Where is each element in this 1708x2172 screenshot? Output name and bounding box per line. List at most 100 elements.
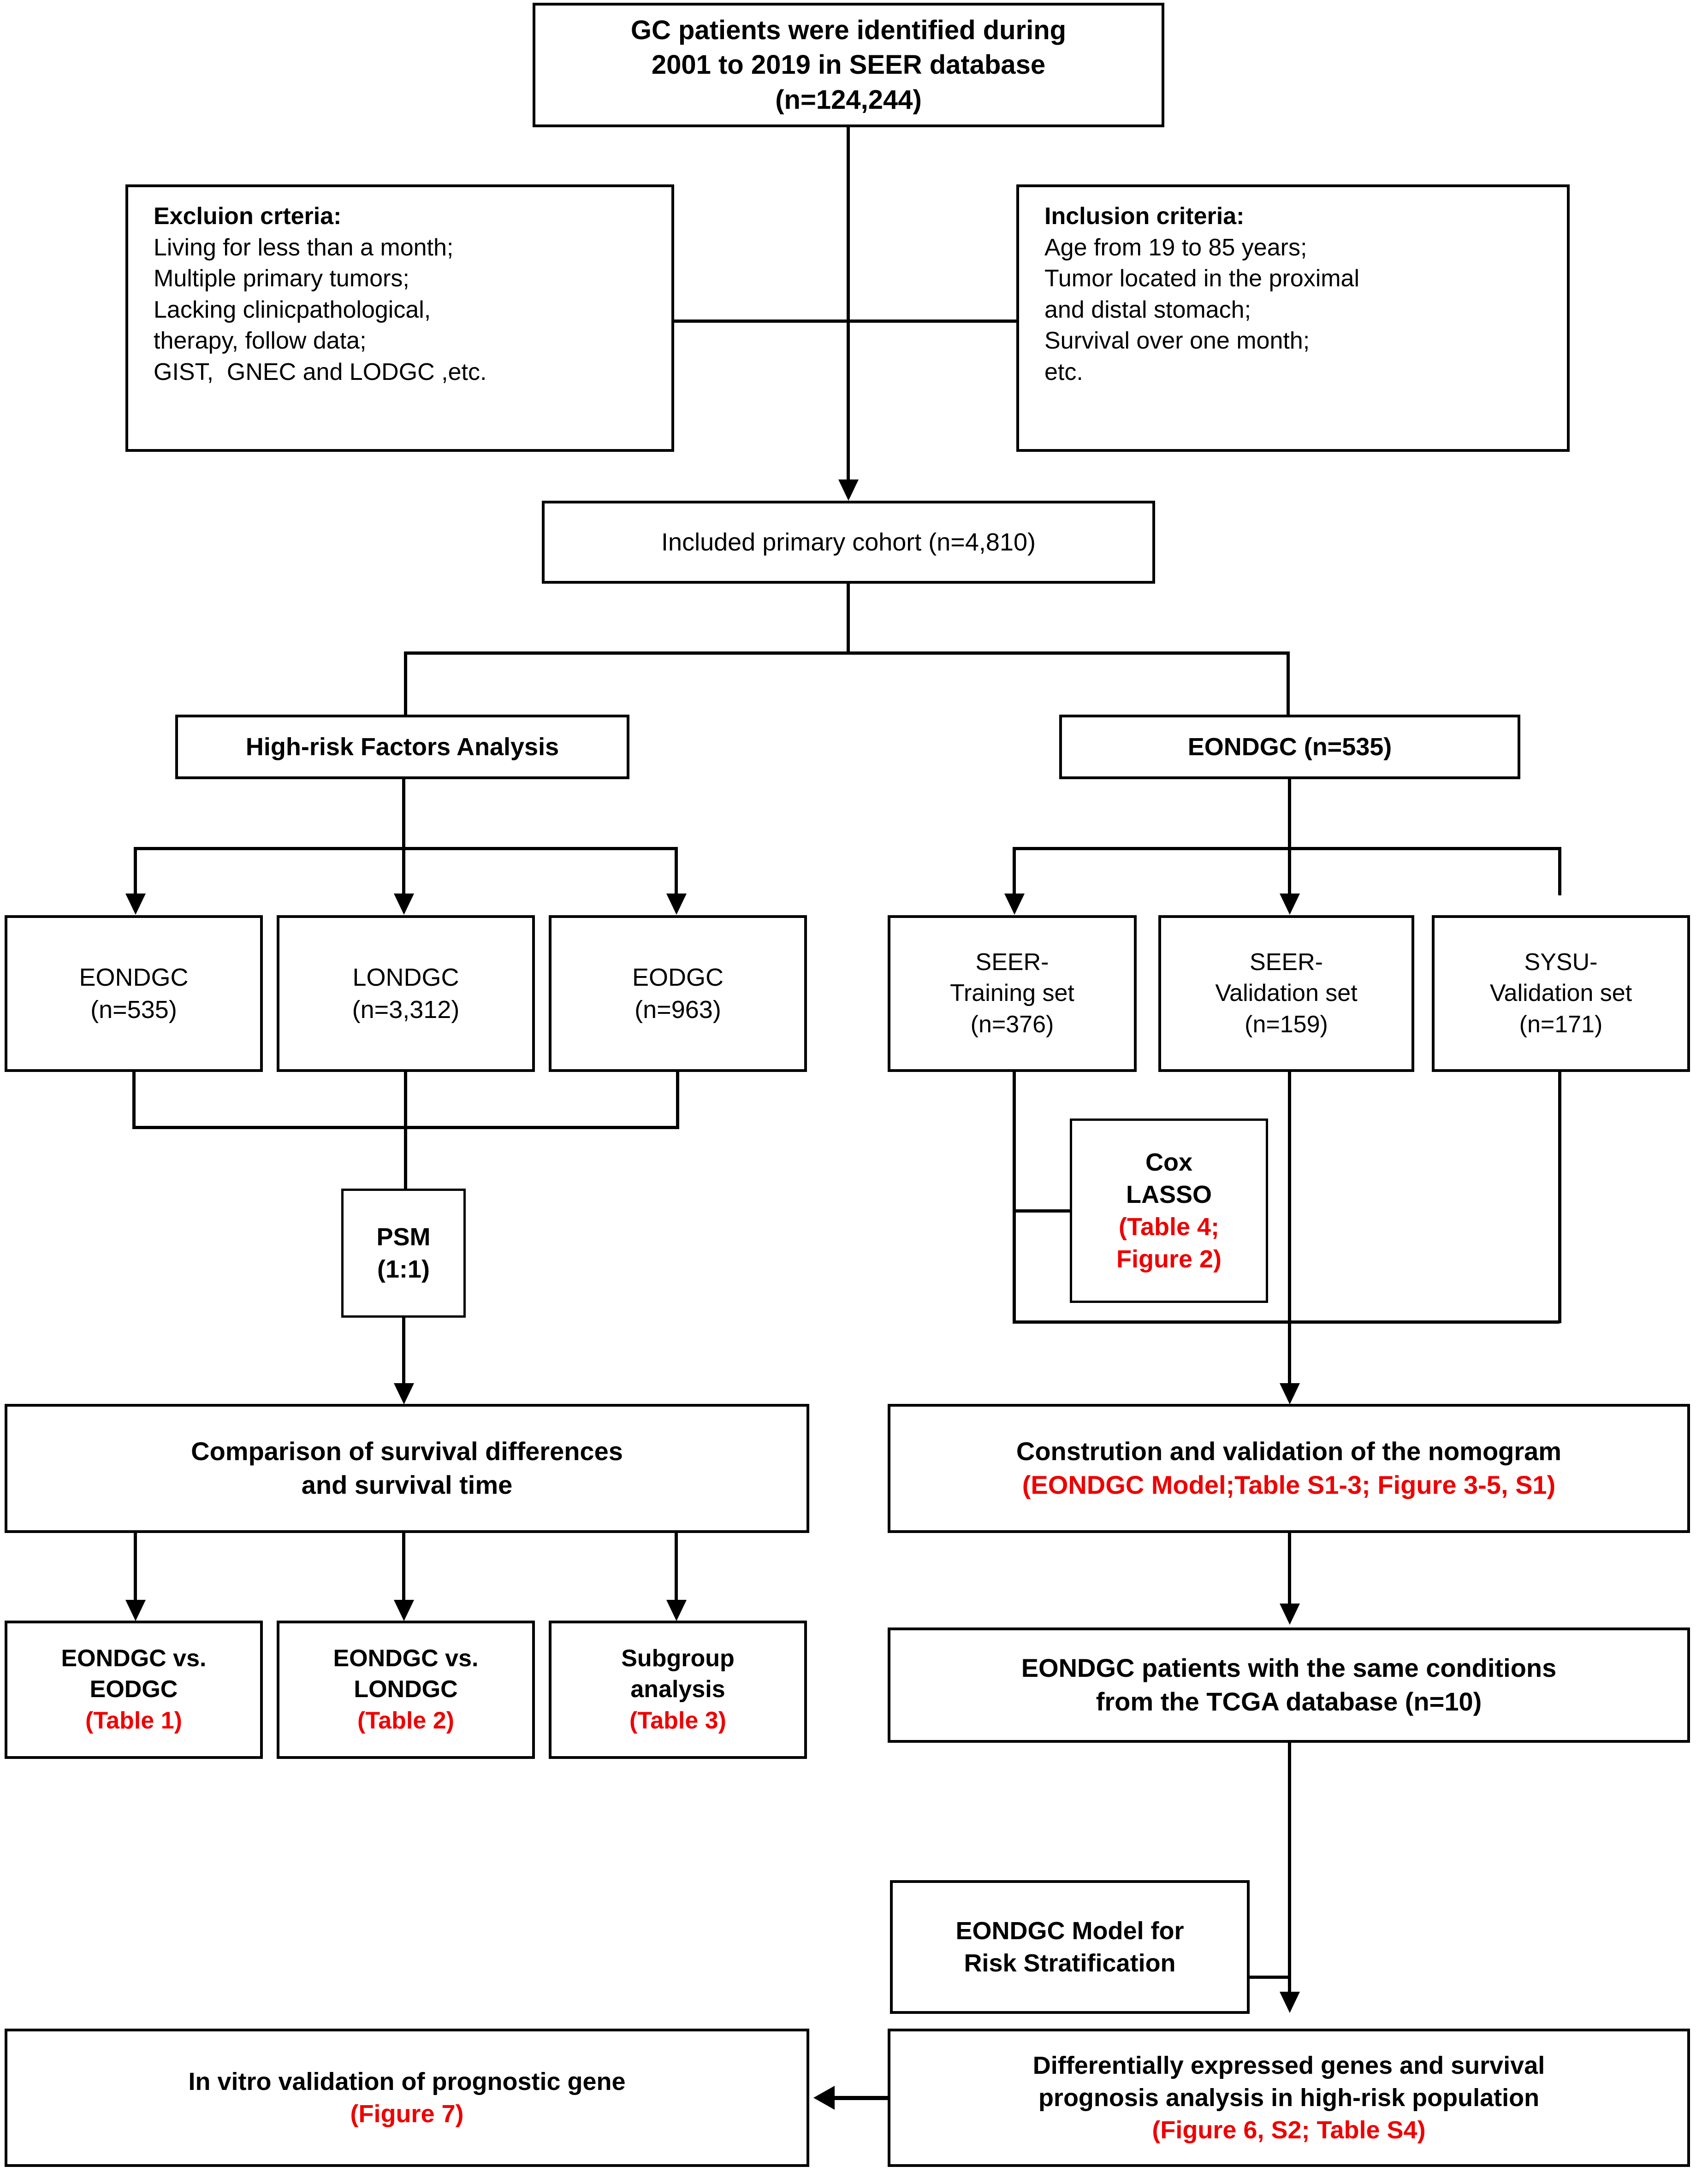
- connector-criteria-bar: [673, 320, 1018, 323]
- connector-seer-validation-down: [1288, 1072, 1291, 1323]
- seer-training-line1: SEER-: [975, 948, 1049, 976]
- comparison-line2: and survival time: [301, 1470, 513, 1499]
- connector-branch-right: [1287, 651, 1290, 716]
- deg-ref: (Figure 6, S2; Table S4): [1152, 2116, 1426, 2144]
- seer-validation-line1: SEER-: [1250, 948, 1323, 976]
- subgroup-ref: (Table 3): [629, 1707, 726, 1734]
- node-included-primary-cohort: Included primary cohort (n=4,810): [542, 501, 1155, 584]
- inclusion-item-3: Survival over one month;: [1044, 327, 1310, 355]
- connector-right-split-a: [1013, 847, 1016, 895]
- connector-nomogram-down: [1288, 1533, 1291, 1607]
- node-sysu-validation-set: SYSU- Validation set (n=171): [1432, 915, 1690, 1072]
- node-source-cohort: GC patients were identified during 2001 …: [533, 3, 1164, 127]
- connector-psm-down: [402, 1318, 405, 1387]
- eodgc-group-line2: (n=963): [635, 996, 721, 1024]
- connector-merge-to-psm: [404, 1126, 407, 1190]
- connector-left-split-a: [134, 847, 137, 895]
- exclusion-item-2: Lacking clinicpathological,: [154, 296, 431, 323]
- connector-londgc-group-down: [404, 1072, 407, 1127]
- seer-training-line3: (n=376): [970, 1011, 1054, 1038]
- cmp-eodgc-line1: EONDGC vs.: [61, 1645, 207, 1672]
- exclusion-item-0: Living for less than a month;: [154, 234, 454, 261]
- tcga-line1: EONDGC patients with the same conditions: [1021, 1653, 1557, 1683]
- highrisk-label: High-risk Factors Analysis: [245, 733, 559, 761]
- node-eondgc-vs-londgc: EONDGC vs. LONDGC (Table 2): [277, 1621, 535, 1759]
- node-seer-validation-set: SEER- Validation set (n=159): [1158, 915, 1414, 1072]
- invitro-ref: (Figure 7): [350, 2100, 464, 2128]
- node-cox-lasso: Cox LASSO (Table 4; Figure 2): [1070, 1119, 1268, 1303]
- connector-sysu-validation-down: [1558, 1072, 1561, 1323]
- nomogram-line1: Constrution and validation of the nomogr…: [1016, 1437, 1562, 1466]
- connector-deg-to-invitro: [835, 2096, 890, 2100]
- cox-line2: LASSO: [1126, 1180, 1212, 1208]
- cmp-londgc-line2: LONDGC: [354, 1676, 458, 1703]
- connector-right-split-b: [1288, 847, 1291, 895]
- arrowhead-to-cohort: [838, 479, 859, 501]
- connector-main-split-bar: [404, 651, 1290, 655]
- node-comparison-survival: Comparison of survival differences and s…: [5, 1404, 809, 1533]
- node-deg-survival-analysis: Differentially expressed genes and survi…: [888, 2029, 1690, 2167]
- arrowhead-to-invitro: [813, 2086, 835, 2110]
- connector-cohort-down: [847, 584, 850, 653]
- arrowhead-eodgc-group: [666, 894, 687, 915]
- risk-model-line1: EONDGC Model for: [955, 1917, 1184, 1945]
- nomogram-ref: (EONDGC Model;Table S1-3; Figure 3-5, S1…: [1022, 1470, 1556, 1499]
- connector-branch-left: [404, 651, 407, 716]
- node-eondgc-branch: EONDGC (n=535): [1059, 715, 1520, 779]
- arrowhead-subgroup: [666, 1600, 687, 1621]
- psm-line2: (1:1): [377, 1255, 430, 1283]
- node-psm: PSM (1:1): [341, 1189, 466, 1318]
- comparison-line1: Comparison of survival differences: [191, 1437, 623, 1466]
- sysu-validation-line2: Validation set: [1489, 980, 1632, 1007]
- cmp-londgc-line1: EONDGC vs.: [333, 1645, 479, 1672]
- connector-cmp-out-a: [134, 1533, 137, 1602]
- node-inclusion-criteria: Inclusion criteria: Age from 19 to 85 ye…: [1016, 184, 1570, 452]
- arrowhead-to-tcga: [1280, 1604, 1300, 1625]
- node-tcga-patients: EONDGC patients with the same conditions…: [888, 1628, 1690, 1743]
- invitro-line1: In vitro validation of prognostic gene: [188, 2067, 626, 2095]
- node-nomogram-construction: Constrution and validation of the nomogr…: [888, 1404, 1690, 1533]
- exclusion-heading: Excluion crteria:: [154, 203, 342, 230]
- inclusion-item-0: Age from 19 to 85 years;: [1044, 234, 1307, 261]
- arrowhead-to-deg: [1280, 1992, 1300, 2013]
- connector-right-merge-bar: [1013, 1320, 1560, 1324]
- arrowhead-seer-validation: [1280, 894, 1300, 915]
- node-seer-training-set: SEER- Training set (n=376): [888, 915, 1137, 1072]
- connector-right-split-c: [1558, 847, 1561, 895]
- subgroup-line1: Subgroup: [621, 1645, 735, 1672]
- seer-validation-line3: (n=159): [1245, 1011, 1328, 1038]
- connector-tcga-down: [1288, 1743, 1291, 1994]
- node-high-risk-factors-analysis: High-risk Factors Analysis: [175, 715, 629, 779]
- eondgc-group-line1: EONDGC: [79, 963, 189, 991]
- cmp-eodgc-line2: EODGC: [89, 1676, 178, 1703]
- tcga-line2: from the TCGA database (n=10): [1096, 1687, 1482, 1716]
- connector-eodgc-group-down: [676, 1072, 679, 1127]
- deg-line1: Differentially expressed genes and survi…: [1032, 2051, 1545, 2079]
- psm-line1: PSM: [376, 1223, 431, 1251]
- node-londgc-group: LONDGC (n=3,312): [277, 915, 535, 1072]
- connector-right-split-bar: [1013, 847, 1561, 850]
- cox-ref1: (Table 4;: [1118, 1213, 1220, 1241]
- arrowhead-eondgc-group: [125, 894, 146, 915]
- londgc-group-line1: LONDGC: [352, 963, 459, 991]
- node-risk-stratification-model: EONDGC Model for Risk Stratification: [890, 1880, 1250, 2014]
- connector-risk-model-stub: [1250, 1976, 1291, 1979]
- connector-left-split-c: [675, 847, 678, 895]
- cox-ref2: Figure 2): [1116, 1245, 1222, 1273]
- exclusion-item-3: therapy, follow data;: [154, 327, 367, 355]
- eondgc-branch-label: EONDGC (n=535): [1187, 733, 1392, 761]
- sysu-validation-line1: SYSU-: [1524, 948, 1598, 976]
- cox-line1: Cox: [1145, 1148, 1192, 1176]
- eodgc-group-line1: EODGC: [632, 963, 724, 991]
- inclusion-heading: Inclusion criteria:: [1044, 203, 1245, 230]
- connector-seer-training-down: [1013, 1072, 1016, 1323]
- connector-junction-to-cohort: [847, 320, 850, 481]
- sysu-validation-line3: (n=171): [1519, 1011, 1603, 1038]
- arrowhead-cmp-eodgc: [125, 1600, 146, 1621]
- source-line2: 2001 to 2019 in SEER database: [651, 50, 1046, 80]
- node-subgroup-analysis: Subgroup analysis (Table 3): [549, 1621, 807, 1759]
- node-invitro-validation: In vitro validation of prognostic gene (…: [5, 2029, 809, 2167]
- connector-eondgc-down: [1288, 779, 1291, 848]
- arrowhead-to-comparison: [394, 1383, 414, 1404]
